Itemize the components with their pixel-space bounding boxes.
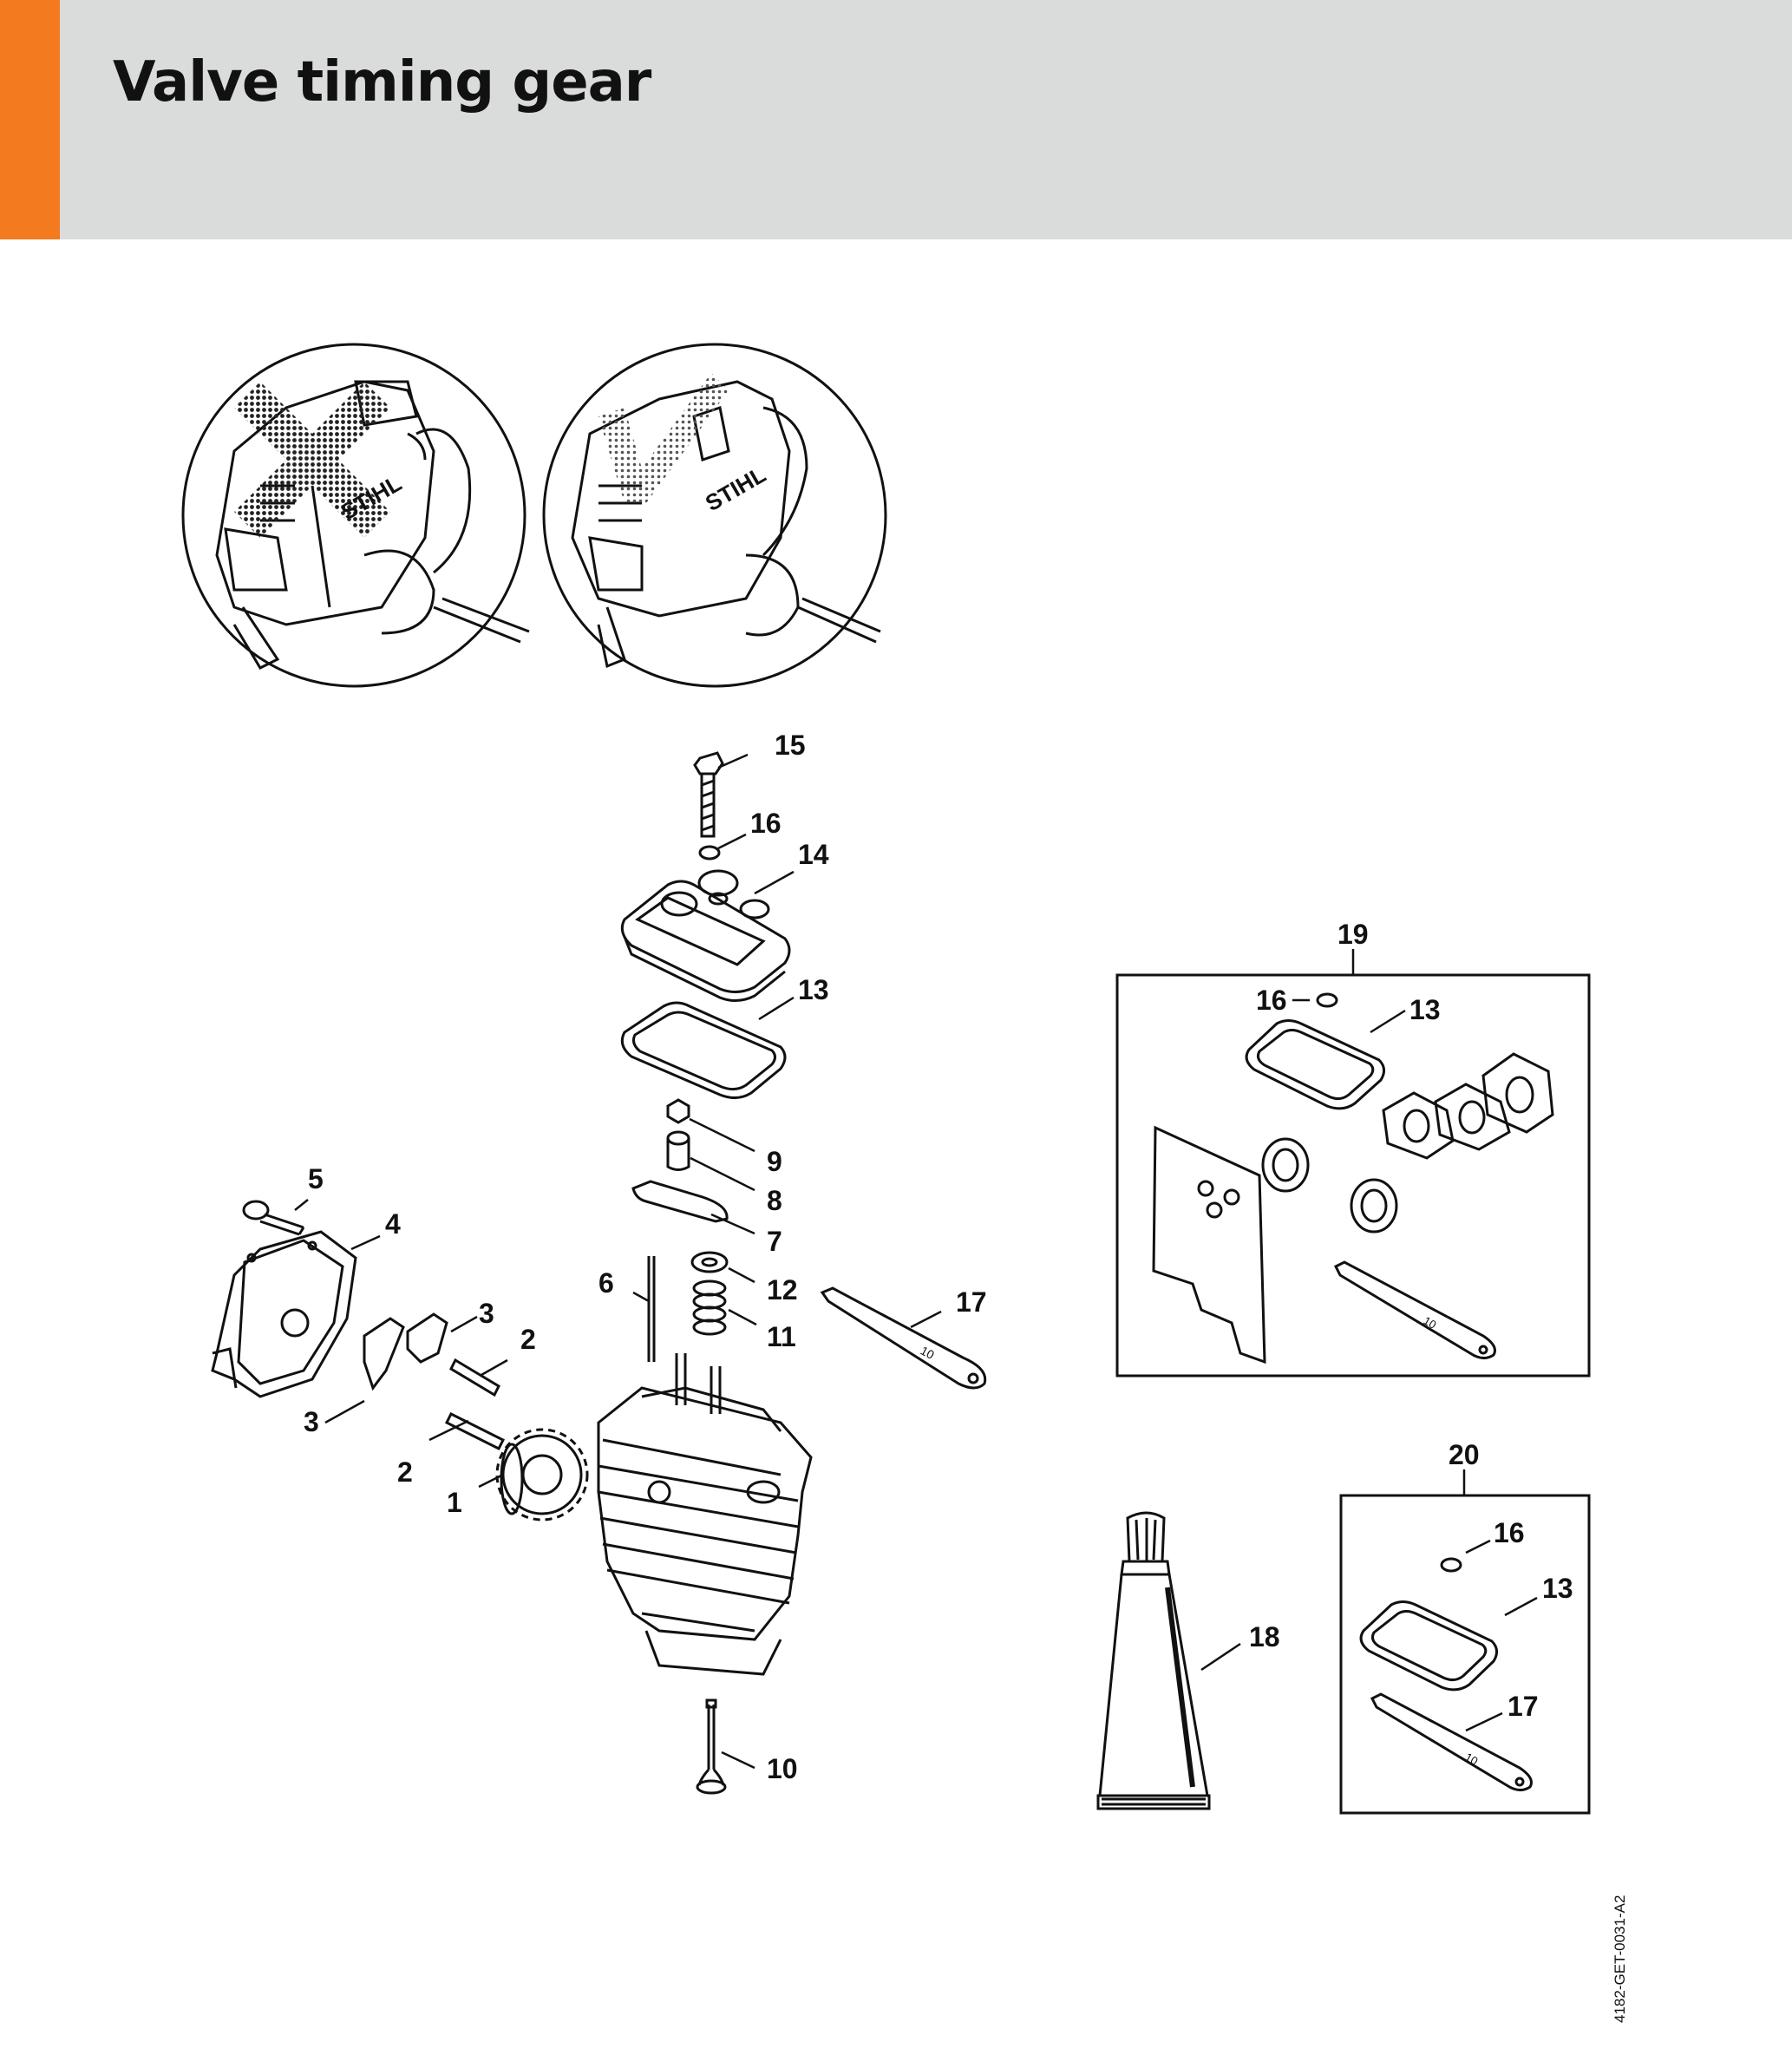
part-17-valve-tool (820, 1286, 987, 1390)
part-15-bolt (693, 751, 724, 838)
kit-19-valve-tool (1333, 1260, 1496, 1359)
callout-14: 14 (798, 839, 829, 870)
callout-13: 13 (798, 974, 829, 1005)
cross-mark-icon (234, 382, 390, 538)
callout-10: 10 (767, 1753, 798, 1784)
callout-20: 20 (1449, 1439, 1480, 1470)
callout-3-lower: 3 (304, 1406, 319, 1437)
kit-19-washer (1316, 992, 1338, 1008)
part-5-bolt (242, 1200, 305, 1236)
part-16-washer (698, 845, 721, 861)
leader-lines (294, 753, 942, 1770)
part-6-push-rod (647, 1256, 656, 1362)
callout-17: 17 (956, 1286, 987, 1318)
part-2-pin-b (444, 1411, 506, 1451)
engine-illustration-right (571, 380, 881, 669)
part-12-spring-retainer (690, 1251, 729, 1273)
part-13-gasket (620, 1001, 787, 1099)
main-callouts: 15 16 14 13 9 8 7 12 11 6 17 10 5 4 3 2 … (304, 730, 987, 1784)
kit-19-oil-seal-a (1261, 1137, 1310, 1193)
kit-19-flange-gasket-b (1434, 1083, 1511, 1151)
kit-20-washer (1440, 1557, 1462, 1573)
callout-11: 11 (767, 1321, 796, 1352)
callout-6: 6 (598, 1267, 614, 1299)
accent-bar (0, 0, 60, 239)
part-3-lever-a (363, 1317, 405, 1391)
callout-18: 18 (1249, 1621, 1280, 1652)
kit-20-valve-tool (1370, 1692, 1533, 1791)
callout-3-upper: 3 (479, 1298, 494, 1329)
part-2-pin-a (449, 1358, 500, 1397)
callout-16: 16 (750, 808, 782, 839)
kit-19-oil-seal-b (1350, 1178, 1398, 1234)
kit-19-box: 19 16 13 (1115, 919, 1591, 1378)
document-id: 4182-GET-0031-A2 (1612, 1895, 1628, 2023)
callout-4: 4 (385, 1208, 401, 1240)
part-11-valve-spring (692, 1279, 727, 1336)
tool-mark-kit20: 10 (1463, 1751, 1481, 1768)
main-parts: 10 (211, 751, 987, 1795)
callout-12: 12 (767, 1274, 798, 1306)
callout-2-upper: 2 (520, 1324, 536, 1355)
kit-20-box: 20 16 13 17 10 (1339, 1439, 1591, 1815)
callout-19: 19 (1337, 919, 1369, 950)
kit-19-callout-13: 13 (1409, 994, 1441, 1025)
kit-20-callout-16: 16 (1494, 1517, 1525, 1548)
part-14-valve-cover (620, 869, 791, 1002)
checkmark-icon (598, 373, 729, 503)
callout-15: 15 (775, 730, 806, 761)
tool-mark-main: 10 (919, 1344, 937, 1363)
callout-5: 5 (308, 1163, 324, 1194)
part-8-sleeve (666, 1130, 690, 1171)
header-band (0, 0, 1792, 239)
callout-7: 7 (767, 1226, 782, 1257)
kit-19-frame (1115, 973, 1591, 1378)
kit-19-gasket (1245, 1019, 1385, 1110)
kit-19-callout-16: 16 (1256, 985, 1287, 1016)
inset-correct-view: STIHL (542, 343, 887, 688)
cylinder-body (597, 1353, 813, 1676)
page-title: Valve timing gear (113, 50, 651, 115)
callout-8: 8 (767, 1185, 782, 1216)
kit-19-flange-gasket-a (1382, 1091, 1455, 1160)
leader-18 (1200, 1642, 1241, 1672)
part-3-lever-b (406, 1312, 448, 1364)
part-7-rocker-arm (631, 1180, 729, 1223)
callout-2-lower: 2 (397, 1456, 413, 1488)
kit-20-callout-17: 17 (1508, 1691, 1539, 1722)
part-4-rocker-cover (211, 1230, 357, 1398)
callout-9: 9 (767, 1146, 782, 1177)
kit-19-plate-gasket (1152, 1125, 1266, 1364)
inset-incorrect-view: STIHL (181, 343, 530, 688)
tool-mark-kit19: 10 (1422, 1314, 1439, 1332)
kit-20-callout-13: 13 (1542, 1573, 1573, 1604)
kit-20-gasket (1359, 1600, 1498, 1692)
part-1-camshaft-gear (495, 1428, 589, 1522)
part-18-sealant-tube (1096, 1511, 1211, 1810)
callout-1: 1 (447, 1487, 462, 1518)
part-9-nut (666, 1098, 690, 1124)
kit-19-flange-gasket-c (1481, 1052, 1554, 1134)
part-10-valve (696, 1698, 727, 1795)
